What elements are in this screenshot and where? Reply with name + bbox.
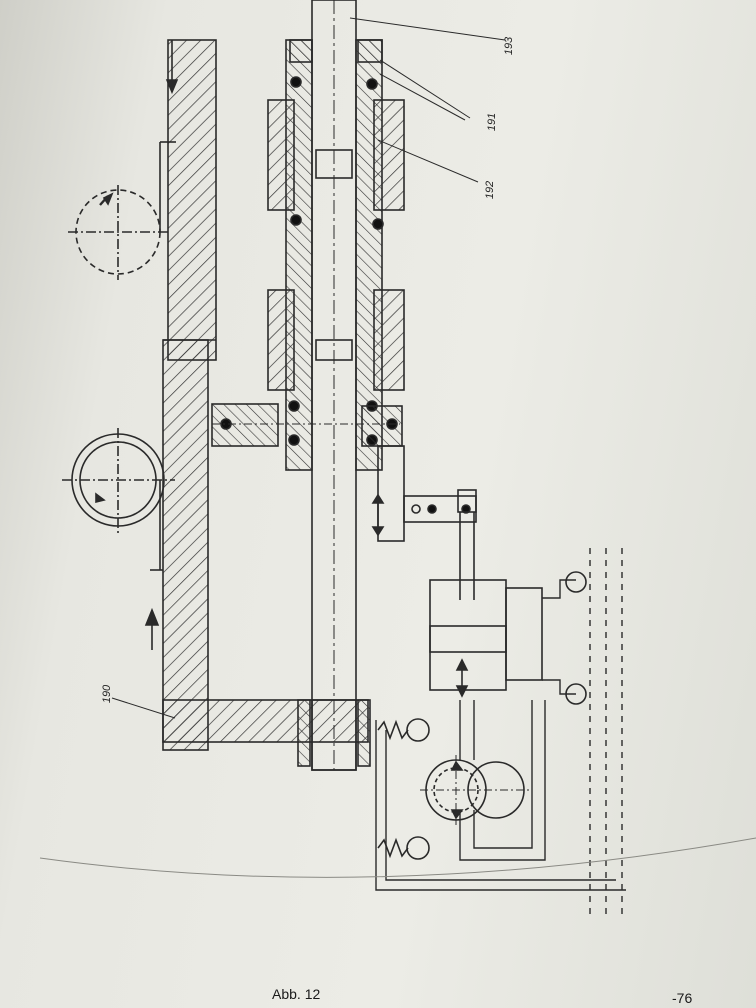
leader-lines xyxy=(111,17,506,719)
table-slide xyxy=(162,39,369,751)
figure-caption: Abb. 12 xyxy=(272,986,321,1002)
label-193: 193 xyxy=(503,36,516,56)
lever-link xyxy=(371,445,477,600)
cam-circle-upper xyxy=(68,141,176,280)
arrow-down-bottom xyxy=(144,607,160,650)
arrow-up-top xyxy=(165,40,179,95)
page-curve xyxy=(39,837,756,878)
label-191: 191 xyxy=(486,112,499,132)
clamp-block xyxy=(211,403,403,447)
cam-circle-lower xyxy=(62,428,175,571)
top-nut xyxy=(289,39,383,63)
hydraulic-piping xyxy=(375,548,626,920)
check-valves xyxy=(377,571,587,860)
hydraulic-cylinder xyxy=(429,579,543,698)
gear-pump xyxy=(420,755,530,825)
base-arm-190 xyxy=(162,699,369,743)
label-192: 192 xyxy=(484,180,497,200)
sleeve-assembly-192 xyxy=(267,39,405,471)
page-number: -76 xyxy=(672,990,693,1006)
label-190: 190 xyxy=(101,684,114,704)
